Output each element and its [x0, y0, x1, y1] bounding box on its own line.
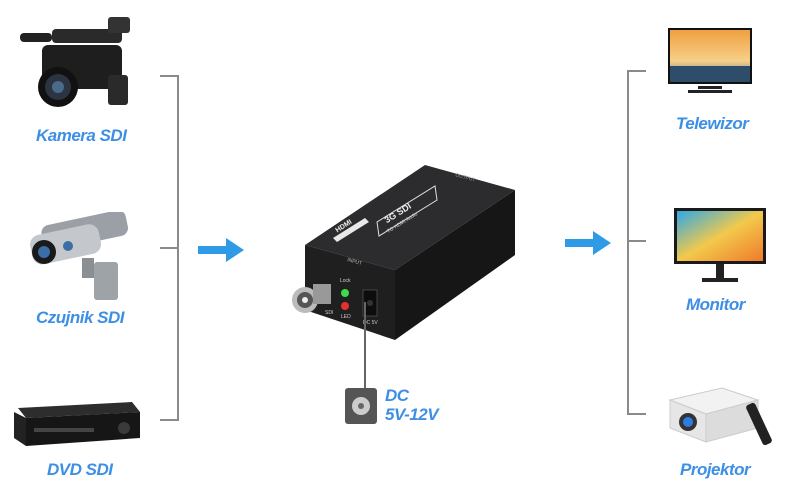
security-camera-icon	[22, 212, 134, 302]
left-bracket-tick	[160, 75, 178, 77]
arrow-right-icon	[565, 231, 613, 255]
arrow-right-icon	[198, 238, 246, 262]
power-label-line1: DC	[385, 386, 409, 405]
power-adapter-icon	[345, 388, 377, 424]
led-label: LED	[341, 314, 351, 320]
dc-port-label: DC 5V	[363, 320, 378, 326]
power-label-line2: 5V-12V	[385, 405, 439, 424]
dvd-recorder-icon	[12, 402, 142, 448]
output-label-monitor: Monitor	[686, 295, 745, 314]
sdi-to-hdmi-converter: HDMI 3G SDI TO HDMI Audio OUTPUT INPUT L…	[285, 160, 525, 360]
source-label-sensor: Czujnik SDI	[36, 308, 125, 327]
right-bracket-tick	[628, 70, 646, 72]
right-bracket-tick	[628, 240, 646, 242]
camcorder-icon	[18, 15, 138, 115]
power-cable	[364, 302, 366, 390]
right-bracket	[627, 70, 629, 415]
right-bracket-tick	[628, 413, 646, 415]
projector-icon	[662, 382, 778, 450]
sdi-label: SDI	[325, 310, 334, 316]
source-label-camera: Kamera SDI	[36, 126, 127, 145]
source-label-dvd: DVD SDI	[47, 460, 113, 479]
monitor-icon	[674, 208, 766, 284]
power-label: DC 5V-12V	[385, 386, 439, 424]
lock-label: Lock	[340, 278, 351, 284]
left-bracket-tick	[160, 247, 178, 249]
output-label-tv: Telewizor	[676, 114, 749, 133]
tv-icon	[668, 28, 752, 98]
left-bracket-tick	[160, 419, 178, 421]
left-bracket	[177, 75, 179, 421]
output-label-projector: Projektor	[680, 460, 751, 479]
